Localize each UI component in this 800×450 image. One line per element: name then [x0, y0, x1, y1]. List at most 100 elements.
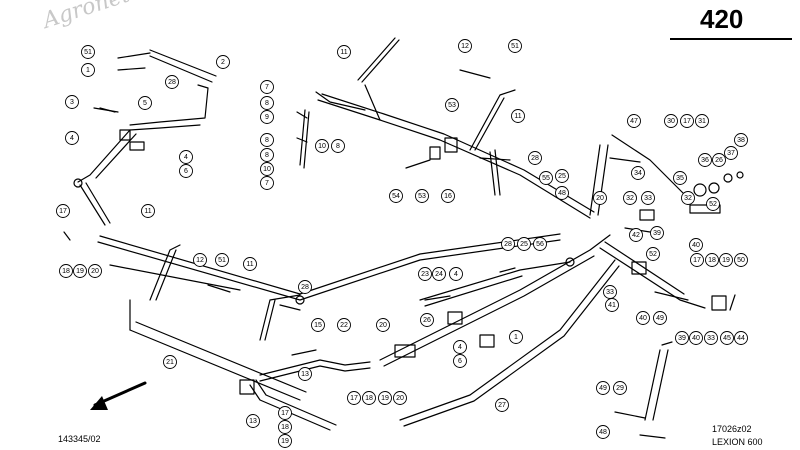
callout-17: 17 [680, 114, 694, 128]
callout-circle [216, 55, 230, 69]
callout-4: 4 [179, 150, 193, 164]
callout-34: 34 [631, 166, 645, 180]
callout-label: 39 [653, 230, 661, 237]
callout-label: 4 [70, 135, 74, 142]
callout-label: 3 [70, 99, 74, 106]
callout-label: 17 [683, 118, 691, 125]
callout-label: 44 [737, 335, 745, 342]
callout-circle [260, 133, 274, 147]
callout-label: 33 [707, 335, 715, 342]
callout-10: 10 [260, 162, 274, 176]
callout-circle [311, 318, 325, 332]
callout-label: 41 [608, 302, 616, 309]
callout-17: 17 [690, 253, 704, 267]
callout-circle [418, 267, 432, 281]
callout-circle [641, 191, 655, 205]
callout-label: 18 [708, 257, 716, 264]
callout-39: 39 [650, 226, 664, 240]
callout-label: 4 [454, 271, 458, 278]
callout-42: 42 [629, 228, 643, 242]
callout-1: 1 [81, 63, 95, 77]
callout-35: 35 [673, 171, 687, 185]
callout-circle [278, 420, 292, 434]
callout-label: 11 [144, 208, 151, 215]
callout-circle [337, 45, 351, 59]
callout-12: 12 [193, 253, 207, 267]
callout-label: 20 [596, 195, 604, 202]
callout-label: 36 [701, 157, 709, 164]
callout-25: 25 [517, 237, 531, 251]
callout-circle [389, 189, 403, 203]
callout-label: 25 [520, 241, 528, 248]
callout-circle [720, 331, 734, 345]
callout-label: 11 [514, 113, 521, 120]
callout-circle [695, 114, 709, 128]
callout-17: 17 [278, 406, 292, 420]
callout-47: 47 [627, 114, 641, 128]
callout-8: 8 [260, 133, 274, 147]
callout-label: 17 [693, 257, 701, 264]
callout-1: 1 [509, 330, 523, 344]
callout-52: 52 [706, 197, 720, 211]
callout-circle [331, 139, 345, 153]
callout-label: 48 [558, 190, 566, 197]
callout-20: 20 [88, 264, 102, 278]
callout-label: 13 [301, 371, 309, 378]
callout-21: 21 [163, 355, 177, 369]
callout-50: 50 [734, 253, 748, 267]
callout-label: 6 [184, 168, 188, 175]
callout-29: 29 [613, 381, 627, 395]
callout-circle [260, 162, 274, 176]
callout-label: 20 [379, 322, 387, 329]
callout-19: 19 [719, 253, 733, 267]
callout-label: 32 [684, 195, 692, 202]
callout-28: 28 [501, 237, 515, 251]
callout-label: 19 [281, 438, 289, 445]
callout-label: 56 [536, 241, 544, 248]
callout-circle [623, 191, 637, 205]
callout-6: 6 [453, 354, 467, 368]
callout-label: 30 [667, 118, 675, 125]
callout-label: 13 [249, 418, 257, 425]
callout-circle [65, 95, 79, 109]
callout-label: 12 [196, 257, 204, 264]
callout-53: 53 [445, 98, 459, 112]
callout-18: 18 [59, 264, 73, 278]
callout-circle [689, 331, 703, 345]
callout-circle [627, 114, 641, 128]
callout-circle [376, 318, 390, 332]
callout-label: 23 [421, 271, 429, 278]
callout-52: 52 [646, 247, 660, 261]
callout-label: 10 [318, 143, 326, 150]
callout-circle [495, 398, 509, 412]
callout-7: 7 [260, 80, 274, 94]
callout-circle [141, 204, 155, 218]
callout-label: 50 [737, 257, 745, 264]
callout-label: 49 [656, 315, 664, 322]
callout-circle [298, 280, 312, 294]
callout-circle [650, 226, 664, 240]
callout-circle [734, 133, 748, 147]
callout-49: 49 [653, 311, 667, 325]
callout-4: 4 [453, 340, 467, 354]
callout-label: 32 [626, 195, 634, 202]
callout-19: 19 [378, 391, 392, 405]
callout-circle [706, 197, 720, 211]
callout-circle [246, 414, 260, 428]
direction-arrow-icon [90, 396, 108, 410]
callout-label: 11 [340, 49, 347, 56]
callout-label: 17 [59, 208, 67, 215]
callout-circle [81, 63, 95, 77]
callout-circle [449, 267, 463, 281]
callout-circle [243, 257, 257, 271]
callout-55: 55 [539, 171, 553, 185]
callout-label: 9 [265, 114, 269, 121]
callout-label: 40 [692, 335, 700, 342]
callout-circle [680, 114, 694, 128]
callout-30: 30 [664, 114, 678, 128]
callout-circle [420, 313, 434, 327]
callout-circle [509, 330, 523, 344]
callout-28: 28 [298, 280, 312, 294]
callout-circle [65, 131, 79, 145]
